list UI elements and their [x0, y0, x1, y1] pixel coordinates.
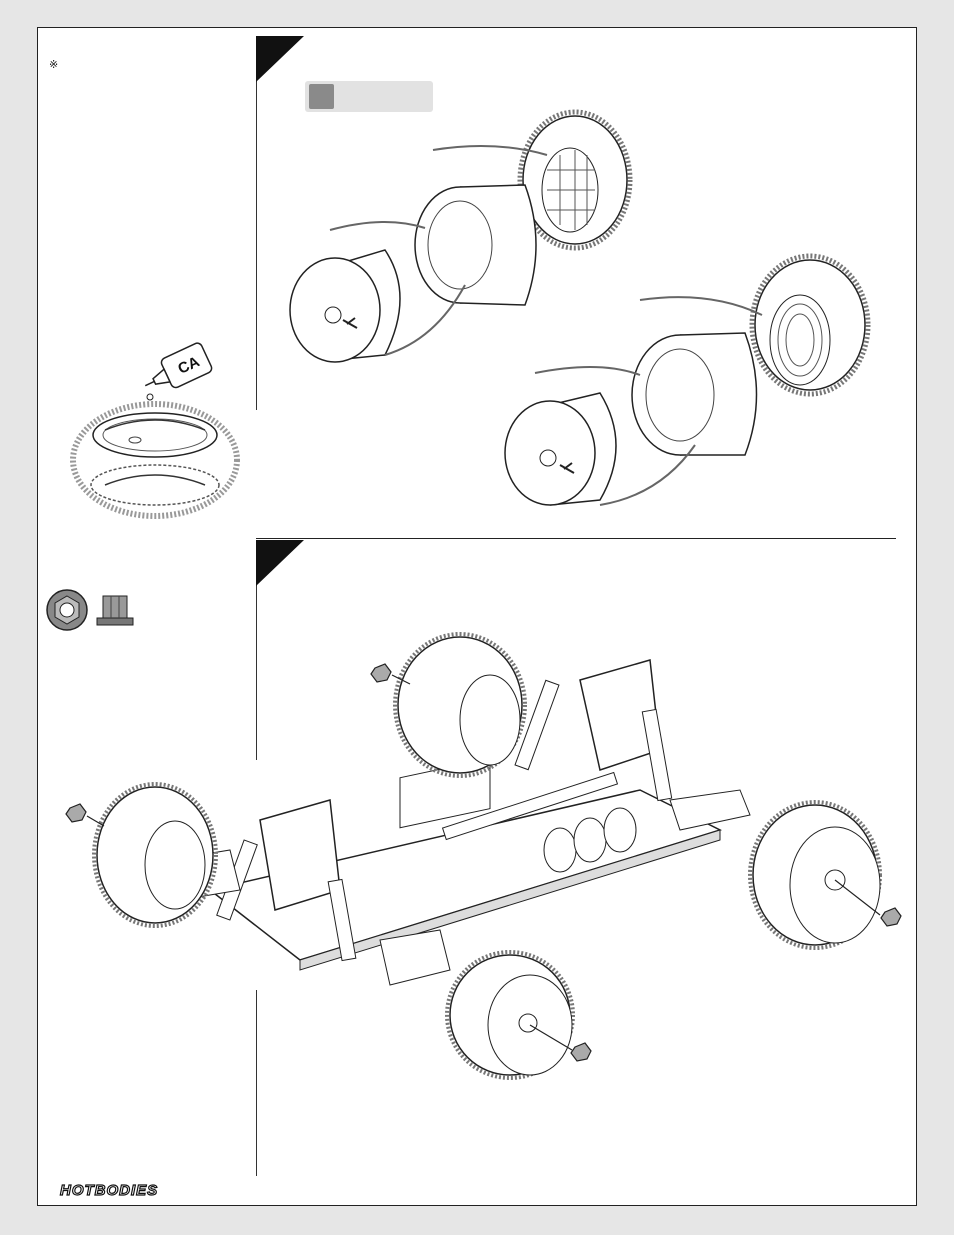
note-mark: ※: [49, 59, 59, 71]
flange-nut-icon: [46, 589, 134, 631]
tire-glue-illustration: [70, 401, 240, 519]
step-marker-1: [256, 36, 304, 82]
divider-middle: [256, 545, 257, 760]
part-label-chip: [309, 84, 334, 109]
rear-wheel-assembly-illustration: [289, 109, 633, 363]
front-wheel-assembly-illustration: [504, 253, 871, 506]
chassis-wheel-install-illustration: [65, 632, 902, 1080]
wheel-rear-left: [393, 632, 527, 778]
brand-logo: HOTBODIES: [59, 1181, 159, 1199]
wheel-front-left: [92, 782, 218, 928]
wheel-front-right: [445, 950, 575, 1080]
divider-upper: [256, 40, 257, 410]
glue-bottle-illustration: [144, 342, 213, 401]
step-marker-2: [256, 540, 304, 586]
divider-lower: [256, 990, 257, 1176]
section-rule: [256, 538, 896, 539]
wheel-rear-right: [748, 800, 882, 950]
